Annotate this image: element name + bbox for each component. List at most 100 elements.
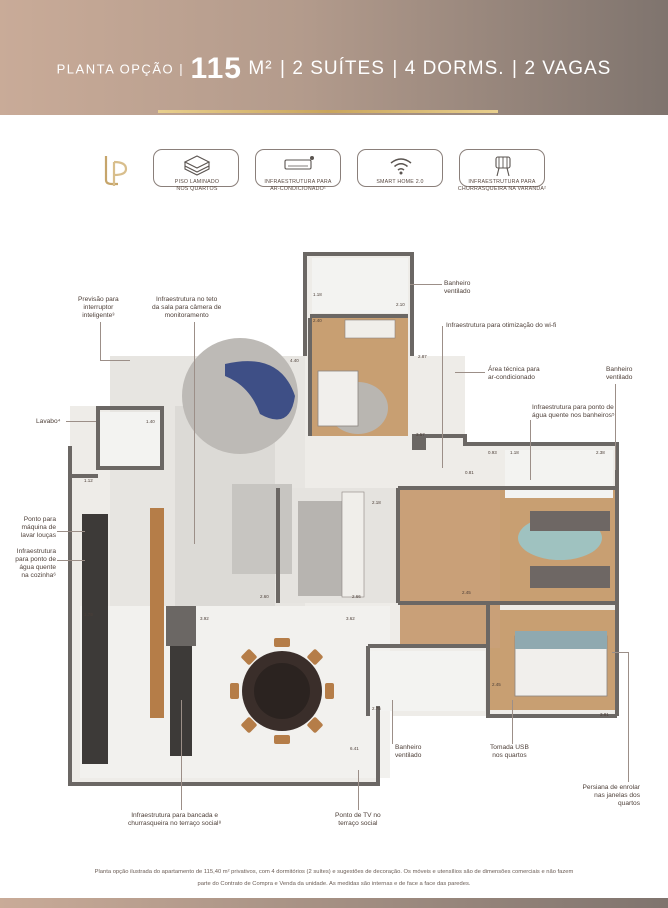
leader-line: [410, 284, 442, 285]
svg-text:1.79: 1.79: [84, 612, 93, 617]
air-conditioner-icon: [284, 156, 314, 170]
svg-text:2.40: 2.40: [313, 318, 322, 323]
svg-text:1.12: 1.12: [84, 478, 93, 483]
svg-text:6.41: 6.41: [350, 746, 359, 751]
leader-line: [530, 420, 531, 480]
wardrobe-middle: [341, 491, 365, 598]
hall-floor: [400, 488, 500, 648]
svg-text:3.62: 3.62: [346, 616, 355, 621]
brand-logo: [98, 150, 134, 190]
svg-text:3.57: 3.57: [416, 432, 425, 437]
leader-line: [66, 421, 96, 422]
svg-text:0.81: 0.81: [465, 470, 474, 475]
leader-line: [100, 360, 130, 361]
svg-text:2.87: 2.87: [418, 354, 427, 359]
wood-panel: [150, 508, 164, 718]
walls: [68, 252, 619, 786]
sofa: [225, 361, 295, 420]
svg-text:2.10: 2.10: [396, 302, 405, 307]
leader-line: [100, 322, 101, 360]
leader-line: [612, 652, 628, 653]
suites-count: 2 SUÍTES: [292, 58, 385, 79]
leader-line: [442, 326, 443, 468]
svg-text:2.38: 2.38: [596, 450, 605, 455]
feature-label-smart-home: SMART HOME 2.0: [376, 179, 424, 185]
leader-line: [455, 372, 485, 373]
feature-smart-home: [357, 149, 443, 187]
leader-line: [181, 700, 182, 810]
bed-suite-top: [317, 370, 359, 427]
bathroom-right: [505, 450, 613, 498]
svg-text:2.18: 2.18: [372, 500, 381, 505]
svg-text:2.66: 2.66: [352, 594, 361, 599]
sofa-living: [232, 484, 292, 574]
wifi-icon: [390, 158, 412, 175]
bed-right-top: [530, 511, 610, 531]
svg-text:2.60: 2.60: [260, 594, 269, 599]
kitchen-counter: [82, 514, 108, 764]
svg-text:2.75: 2.75: [372, 706, 381, 711]
leader-line: [392, 700, 393, 744]
bottom-bar: [0, 898, 668, 908]
svg-text:1.40: 1.40: [146, 419, 155, 424]
callout-lavabo: Lavabo⁴: [36, 418, 61, 425]
leader-line: [615, 384, 616, 470]
page-title: PLANTA OPÇÃO | 115 M² | 2 SUÍTES | 4 DOR…: [0, 52, 668, 86]
leader-line: [628, 652, 629, 782]
svg-text:2.45: 2.45: [492, 682, 501, 687]
title-prefix: PLANTA OPÇÃO |: [56, 61, 185, 77]
title-separator: |: [512, 58, 517, 79]
svg-text:2.45: 2.45: [462, 590, 471, 595]
dining-table-top: [254, 663, 310, 719]
floor-plan: 1.18 2.10 2.40 4.40 2.87 1.40 3.57 0.93 …: [68, 252, 619, 786]
leader-line: [194, 322, 195, 544]
svg-text:3.81: 3.81: [600, 712, 609, 717]
svg-text:1.18: 1.18: [313, 292, 322, 297]
svg-text:3.92: 3.92: [200, 616, 209, 621]
headboard-suite-bottom: [515, 631, 607, 649]
callout-wifi: Infraestrutura para otimização do wi-fi: [446, 322, 557, 329]
vagas-count: 2 VAGAS: [524, 58, 612, 79]
leader-line: [57, 560, 85, 561]
leader-line: [358, 770, 359, 810]
title-separator: |: [280, 58, 285, 79]
feature-barbecue: [459, 149, 545, 187]
leader-line: [512, 700, 513, 744]
bed-right-bottom: [530, 566, 610, 588]
bathroom-top: [312, 258, 408, 313]
dorms-count: 4 DORMS.: [404, 58, 505, 79]
gold-divider: [158, 110, 498, 113]
barbecue-grill-icon: [495, 156, 511, 177]
title-separator: |: [392, 58, 398, 79]
footnote: Planta opção ilustrada do apartamento de…: [94, 869, 574, 887]
wall-columns: [166, 436, 426, 646]
svg-text:4.40: 4.40: [290, 358, 299, 363]
lavabo: [100, 412, 160, 466]
leader-line: [57, 531, 85, 532]
svg-text:0.93: 0.93: [488, 450, 497, 455]
dimension-labels: 1.18 2.10 2.40 4.40 2.87 1.40 3.57 0.93 …: [84, 292, 609, 751]
feature-air-conditioner: [255, 149, 341, 187]
area-value: 115: [190, 52, 242, 85]
dining-chairs: [230, 638, 334, 744]
wardrobe-top: [344, 319, 396, 339]
bathroom-bottom: [370, 651, 485, 711]
area-unit: M²: [248, 58, 273, 79]
rug-bedroom-middle: [298, 501, 348, 596]
feature-laminate-floor: [153, 149, 239, 187]
